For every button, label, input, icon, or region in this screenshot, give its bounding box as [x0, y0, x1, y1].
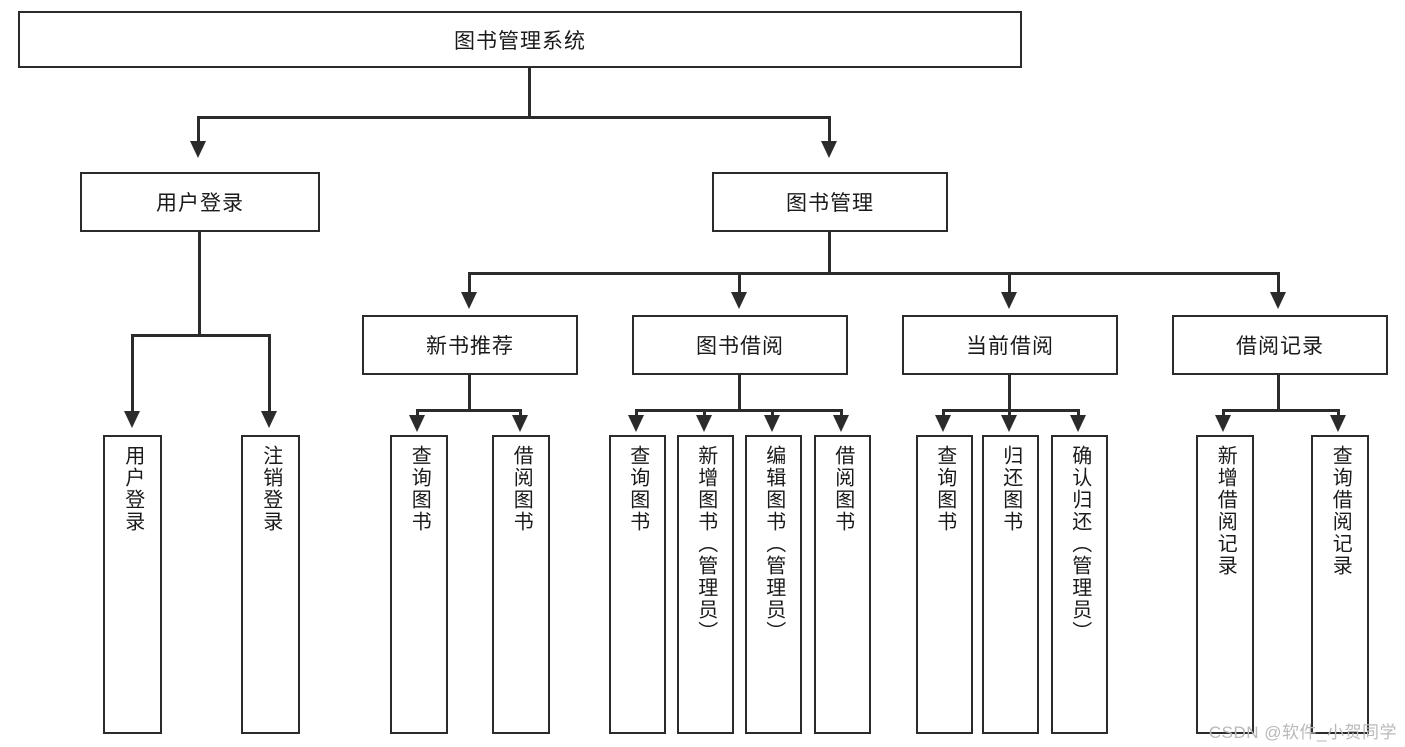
leaf-bookborrow-add-book-admin[interactable]: 新增图书（管理员） [677, 435, 734, 734]
connector-root-bus [197, 116, 831, 119]
arrowhead-borrowrecord-leaf-2 [1330, 415, 1346, 432]
leaf-label: 查询图书 [408, 445, 431, 533]
connector-root-drop-left [197, 116, 200, 144]
leaf-label: 归还图书 [999, 445, 1022, 533]
leaf-currentborrow-return-book[interactable]: 归还图书 [982, 435, 1039, 734]
node-book-borrow[interactable]: 图书借阅 [632, 315, 848, 375]
arrowhead-currentborrow-leaf-3 [1070, 415, 1086, 432]
leaf-label: 查询图书 [626, 445, 649, 533]
arrowhead-to-current-borrow [1001, 292, 1017, 309]
connector-bookmanage-drop-4 [1277, 272, 1280, 294]
node-label: 新书推荐 [426, 335, 514, 358]
arrowhead-userlogin-leaf-1 [124, 411, 140, 428]
leaf-bookborrow-edit-book-admin[interactable]: 编辑图书（管理员） [745, 435, 802, 734]
connector-userlogin-bus [131, 334, 271, 337]
leaf-label: 查询图书 [933, 445, 956, 533]
leaf-label: 新增借阅记录 [1214, 445, 1237, 577]
arrowhead-borrowrecord-leaf-1 [1215, 415, 1231, 432]
connector-currentborrow-drop-2 [1008, 409, 1011, 419]
connector-bookborrow-drop-4 [840, 409, 843, 419]
leaf-borrowrecord-query-record[interactable]: 查询借阅记录 [1311, 435, 1369, 734]
connector-borrowrecord-drop-1 [1222, 409, 1225, 419]
node-user-login[interactable]: 用户登录 [80, 172, 320, 232]
node-new-book-recommend[interactable]: 新书推荐 [362, 315, 578, 375]
node-label: 用户登录 [156, 192, 244, 215]
arrowhead-to-book-manage [821, 141, 837, 158]
connector-userlogin-stem [198, 232, 201, 336]
leaf-label: 查询借阅记录 [1329, 445, 1352, 577]
arrowhead-bookborrow-leaf-1 [628, 415, 644, 432]
node-label: 图书管理系统 [454, 29, 586, 53]
arrowhead-bookborrow-leaf-4 [833, 415, 849, 432]
connector-currentborrow-drop-3 [1077, 409, 1080, 419]
leaf-label: 注销登录 [259, 445, 282, 533]
leaf-user-login-login[interactable]: 用户登录 [103, 435, 162, 734]
connector-newbook-drop-1 [416, 409, 419, 419]
arrowhead-newbook-leaf-1 [409, 415, 425, 432]
leaf-newbook-query-book[interactable]: 查询图书 [390, 435, 448, 734]
arrowhead-to-book-borrow [731, 292, 747, 309]
node-label: 图书借阅 [696, 335, 784, 358]
connector-bookmanage-bus [468, 272, 1280, 275]
connector-borrowrecord-stem [1277, 375, 1280, 411]
leaf-user-login-logout[interactable]: 注销登录 [241, 435, 300, 734]
node-borrow-record[interactable]: 借阅记录 [1172, 315, 1388, 375]
connector-bookmanage-drop-3 [1008, 272, 1011, 294]
leaf-newbook-borrow-book[interactable]: 借阅图书 [492, 435, 550, 734]
arrowhead-currentborrow-leaf-2 [1001, 415, 1017, 432]
connector-borrowrecord-drop-2 [1337, 409, 1340, 419]
connector-newbook-stem [468, 375, 471, 411]
arrowhead-bookborrow-leaf-2 [696, 415, 712, 432]
leaf-currentborrow-query-book[interactable]: 查询图书 [916, 435, 973, 734]
node-label: 借阅记录 [1236, 335, 1324, 358]
leaf-label: 借阅图书 [831, 445, 854, 533]
arrowhead-bookborrow-leaf-3 [764, 415, 780, 432]
leaf-label: 新增图书（管理员） [694, 445, 717, 643]
leaf-label: 编辑图书（管理员） [762, 445, 785, 643]
connector-currentborrow-bus [942, 409, 1080, 412]
arrowhead-newbook-leaf-2 [512, 415, 528, 432]
node-book-manage[interactable]: 图书管理 [712, 172, 948, 232]
connector-newbook-drop-2 [519, 409, 522, 419]
connector-currentborrow-stem [1008, 375, 1011, 411]
connector-userlogin-drop-1 [131, 334, 134, 414]
leaf-label: 借阅图书 [510, 445, 533, 533]
leaf-label: 确认归还（管理员） [1068, 445, 1091, 643]
connector-bookmanage-drop-2 [738, 272, 741, 294]
node-label: 当前借阅 [966, 335, 1054, 358]
node-root-system[interactable]: 图书管理系统 [18, 11, 1022, 68]
connector-bookborrow-stem [738, 375, 741, 411]
arrowhead-to-new-book [461, 292, 477, 309]
connector-userlogin-drop-2 [268, 334, 271, 414]
arrowhead-userlogin-leaf-2 [261, 411, 277, 428]
arrowhead-currentborrow-leaf-1 [935, 415, 951, 432]
connector-bookborrow-drop-2 [703, 409, 706, 419]
node-label: 图书管理 [786, 192, 874, 215]
leaf-currentborrow-confirm-return-admin[interactable]: 确认归还（管理员） [1051, 435, 1108, 734]
leaf-label: 用户登录 [121, 445, 144, 533]
connector-borrowrecord-bus [1222, 409, 1340, 412]
leaf-borrowrecord-add-record[interactable]: 新增借阅记录 [1196, 435, 1254, 734]
connector-currentborrow-drop-1 [942, 409, 945, 419]
watermark-text: CSDN @软件_小贺同学 [1208, 723, 1397, 742]
node-current-borrow[interactable]: 当前借阅 [902, 315, 1118, 375]
connector-root-stem [528, 68, 531, 118]
arrowhead-to-borrow-record [1270, 292, 1286, 309]
connector-newbook-bus [416, 409, 522, 412]
leaf-bookborrow-query-book[interactable]: 查询图书 [609, 435, 666, 734]
arrowhead-to-user-login [190, 141, 206, 158]
leaf-bookborrow-borrow-book[interactable]: 借阅图书 [814, 435, 871, 734]
connector-bookborrow-bus [635, 409, 843, 412]
connector-bookmanage-stem [828, 232, 831, 274]
connector-bookborrow-drop-3 [771, 409, 774, 419]
connector-root-drop-right [828, 116, 831, 144]
connector-bookmanage-drop-1 [468, 272, 471, 294]
connector-bookborrow-drop-1 [635, 409, 638, 419]
